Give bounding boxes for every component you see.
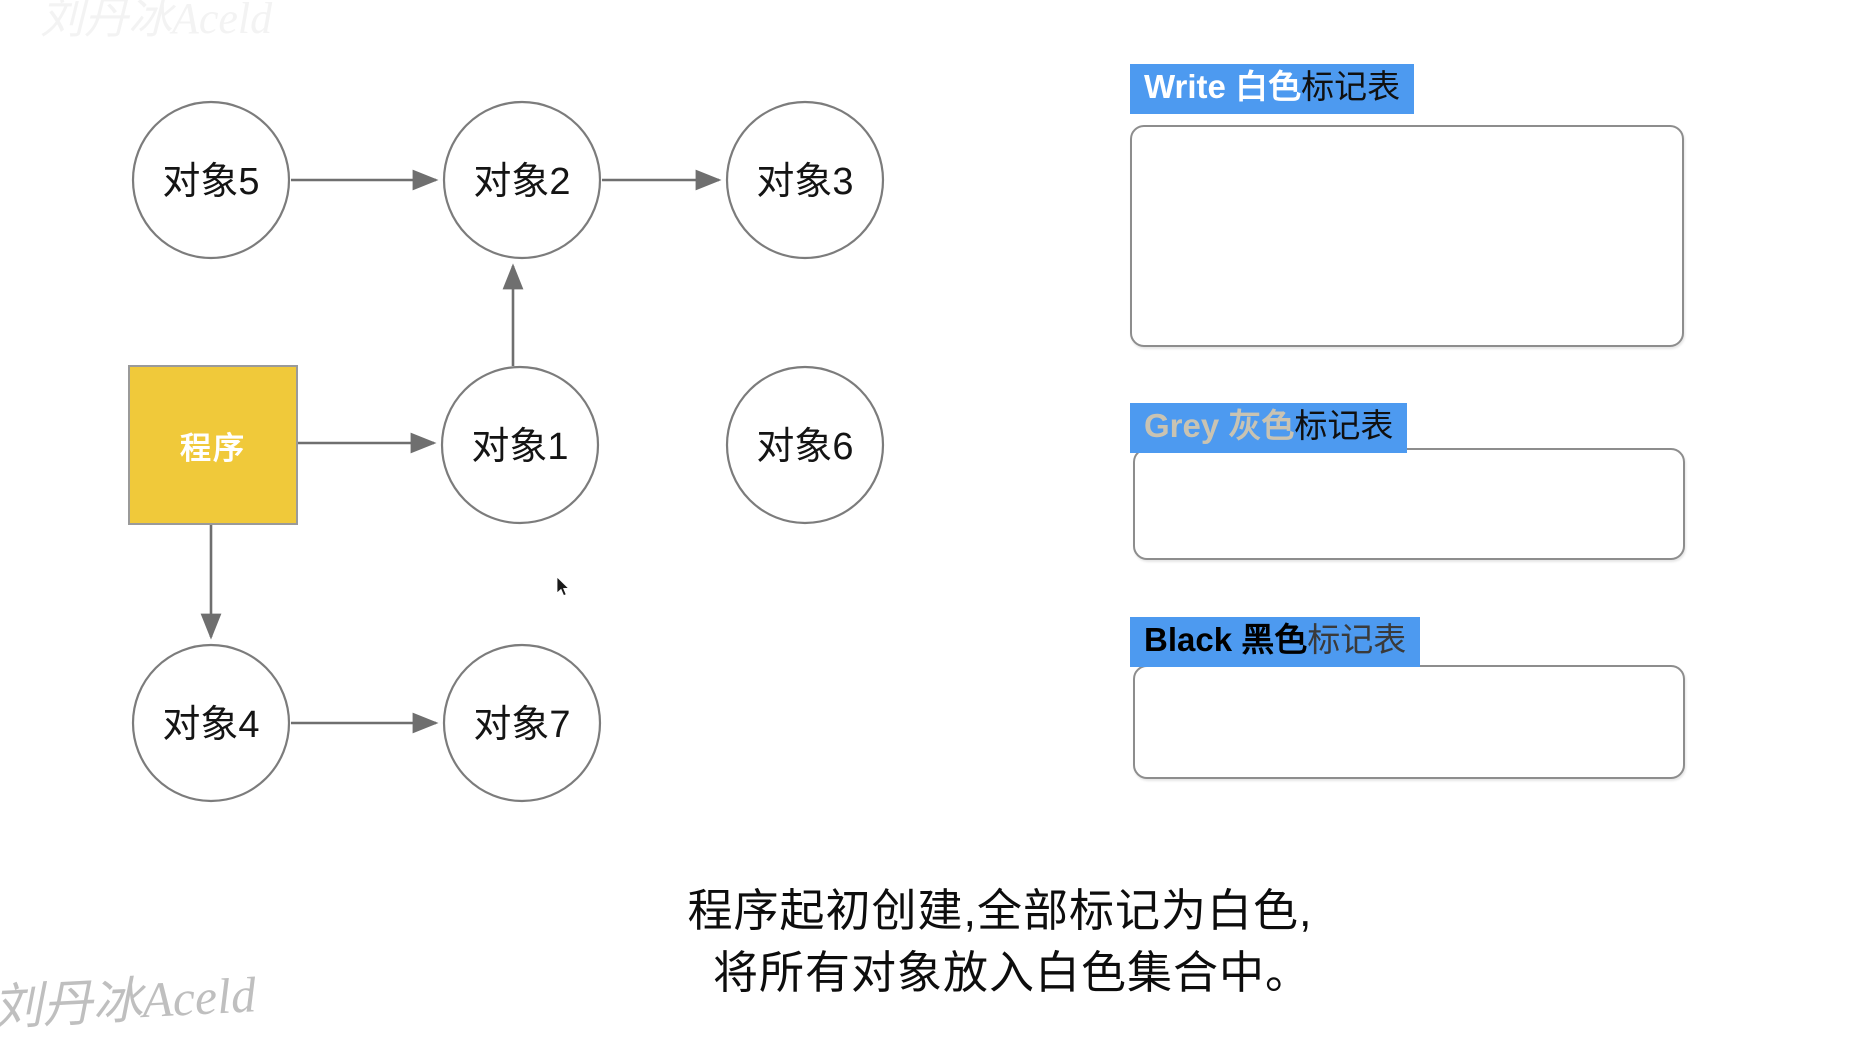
- graph-node-obj1[interactable]: 对象1: [440, 365, 600, 525]
- slide-caption: 程序起初创建,全部标记为白色, 将所有对象放入白色集合中。: [560, 880, 1440, 1004]
- mark-table-write-header-color: 白色: [1235, 68, 1302, 105]
- mark-table-black-header-en: Black: [1144, 621, 1242, 658]
- mark-table-grey-body[interactable]: [1133, 448, 1685, 560]
- mark-table-write-header-en: Write: [1144, 68, 1236, 105]
- mark-table-write-header: Write 白色标记表: [1130, 64, 1415, 114]
- mark-table-write-body[interactable]: [1130, 125, 1684, 347]
- watermark-bottom: 刘丹冰Aceld: [0, 966, 258, 1037]
- mark-table-grey-header-tail: 标记表: [1294, 407, 1394, 444]
- node-circle-obj5: [131, 100, 291, 260]
- mouse-cursor-icon: [556, 576, 570, 597]
- node-label-obj3: 对象3: [756, 161, 853, 203]
- node-circle-obj3: [725, 100, 885, 260]
- graph-node-obj2[interactable]: 对象2: [442, 100, 602, 260]
- program-root-label: 程序: [180, 430, 246, 466]
- mark-table-grey-header-color: 灰色: [1228, 407, 1295, 444]
- mark-table-black-header-tail: 标记表: [1307, 621, 1407, 658]
- node-label-obj1: 对象1: [471, 426, 568, 468]
- graph-node-obj5[interactable]: 对象5: [131, 100, 291, 260]
- node-circle-obj6: [725, 365, 885, 525]
- mark-table-black-header-color: 黑色: [1241, 621, 1308, 658]
- slide-caption-line-1: 程序起初创建,全部标记为白色,: [687, 885, 1313, 936]
- mark-table-black-header: Black 黑色标记表: [1130, 617, 1421, 667]
- graph-node-obj7[interactable]: 对象7: [442, 643, 602, 803]
- node-circle-obj1: [440, 365, 600, 525]
- node-label-obj4: 对象4: [162, 704, 259, 746]
- graph-node-obj3[interactable]: 对象3: [725, 100, 885, 260]
- node-circle-obj2: [442, 100, 602, 260]
- program-root-box[interactable]: 程序: [128, 365, 298, 525]
- graph-node-obj4[interactable]: 对象4: [131, 643, 291, 803]
- slide-caption-line-2: 将所有对象放入白色集合中。: [712, 947, 1311, 999]
- mark-table-grey-header-en: Grey: [1144, 407, 1229, 444]
- node-label-obj5: 对象5: [162, 161, 259, 203]
- node-label-obj7: 对象7: [473, 704, 570, 746]
- watermark-top: 刘丹冰Aceld: [40, 0, 273, 43]
- mark-table-write-header-tail: 标记表: [1301, 68, 1401, 105]
- mark-table-black-body[interactable]: [1133, 665, 1685, 779]
- node-circle-obj4: [131, 643, 291, 803]
- graph-node-obj6[interactable]: 对象6: [725, 365, 885, 525]
- node-circle-obj7: [442, 643, 602, 803]
- mark-table-grey-header: Grey 灰色标记表: [1130, 403, 1408, 453]
- node-label-obj2: 对象2: [473, 161, 570, 203]
- node-label-obj6: 对象6: [756, 426, 853, 468]
